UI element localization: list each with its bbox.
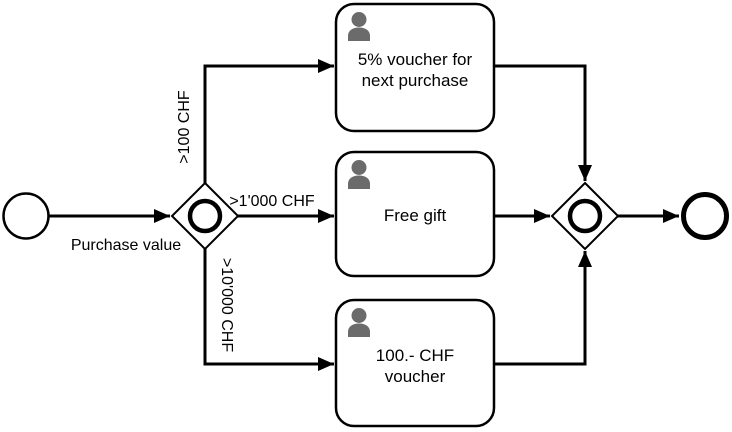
gateway-diamond[interactable] — [170, 181, 240, 251]
task-label-line: voucher — [385, 367, 446, 386]
sequence-flow-task3-to-join[interactable] — [494, 251, 592, 366]
sequence-flow-over-10000[interactable] — [203, 249, 334, 371]
user-task-5-percent-voucher[interactable]: 5% voucher for next purchase — [334, 2, 496, 133]
flow-label-over-10000: >10'000 CHF — [218, 258, 235, 352]
inclusive-gateway-icon — [567, 198, 603, 234]
sequence-flow-over-100[interactable] — [203, 59, 334, 183]
flow-label-purchase-value: Purchase value — [71, 237, 181, 254]
task-label-line: 5% voucher for — [358, 50, 473, 69]
user-icon — [348, 308, 370, 337]
gateway-diamond[interactable] — [550, 181, 620, 251]
user-task-100-chf-voucher[interactable]: 100.- CHF voucher — [334, 298, 496, 428]
task-label-line: Free gift — [384, 206, 447, 225]
flow-label-over-100: >100 CHF — [176, 90, 193, 164]
flow-label-over-1000: >1'000 CHF — [229, 193, 315, 210]
user-icon — [348, 160, 370, 189]
task-shape[interactable] — [334, 2, 496, 133]
task-label-line: 100.- CHF — [376, 346, 454, 365]
task-shape[interactable] — [334, 150, 496, 278]
start-event[interactable] — [2, 192, 50, 240]
sequence-flow-task1-to-join[interactable] — [494, 64, 592, 181]
user-task-free-gift[interactable]: Free gift — [334, 150, 496, 278]
inclusive-gateway-split[interactable] — [170, 181, 240, 251]
task-label-line: next purchase — [362, 71, 469, 90]
task-shape[interactable] — [334, 298, 496, 428]
inclusive-gateway-join[interactable] — [550, 181, 620, 251]
inclusive-gateway-icon — [187, 198, 223, 234]
end-event[interactable] — [681, 192, 729, 240]
user-icon — [348, 12, 370, 41]
